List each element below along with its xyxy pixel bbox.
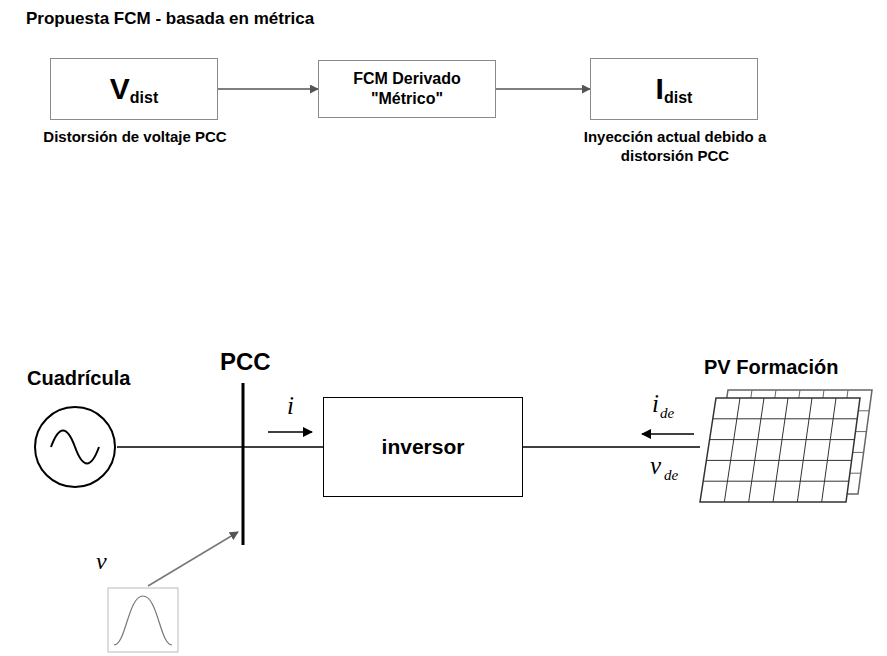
wire [117,446,323,448]
diagram-title: Propuesta FCM - basada en métrica [26,9,314,29]
signal-label: de [664,467,678,484]
box-text: FCM Derivado "Métrico" [332,69,482,109]
box-caption: Inyección actual debido a distorsión PCC [560,127,790,165]
pv-panel-symbol [700,390,875,505]
box-text: inversor [382,434,465,460]
source-circle [35,407,115,487]
signal-label: de [660,405,674,422]
current-arrow [268,431,312,433]
flow-arrow [218,88,318,90]
process-box: VdistDistorsión de voltaje PCC [50,58,218,120]
leader-arrow [148,532,238,586]
node-heading: Cuadrícula [27,367,130,390]
box-caption: Distorsión de voltaje PCC [35,127,235,146]
bus-label: PCC [220,348,271,376]
signal-label: i [287,392,294,420]
process-box: inversor [323,397,523,497]
signal-subscript: dist [664,89,692,106]
source-symbol [33,405,117,489]
grid-source: Cuadrícula [33,405,117,489]
process-box: IdistInyección actual debido a distorsió… [590,58,758,120]
signal-symbol: V [110,72,130,105]
signal-label: v [96,548,107,575]
pv-panel [700,398,860,502]
dc-current-arrow [642,433,694,435]
pcc-bus [242,383,245,545]
flow-arrow [496,88,590,90]
pv-array: PV Formación [700,390,875,505]
process-box: FCM Derivado "Métrico" [318,60,496,118]
signal-label: i [652,390,659,418]
voltage-waveform [114,596,172,645]
node-heading: PV Formación [704,356,838,379]
symbol-group: Idist [656,72,693,107]
signal-subscript: dist [130,89,158,106]
signal-label: v [650,452,661,480]
waveform-box [108,588,178,652]
wire [523,446,700,448]
symbol-group: Vdist [110,72,158,107]
sine-symbol [51,431,99,464]
signal-symbol: I [656,72,664,105]
